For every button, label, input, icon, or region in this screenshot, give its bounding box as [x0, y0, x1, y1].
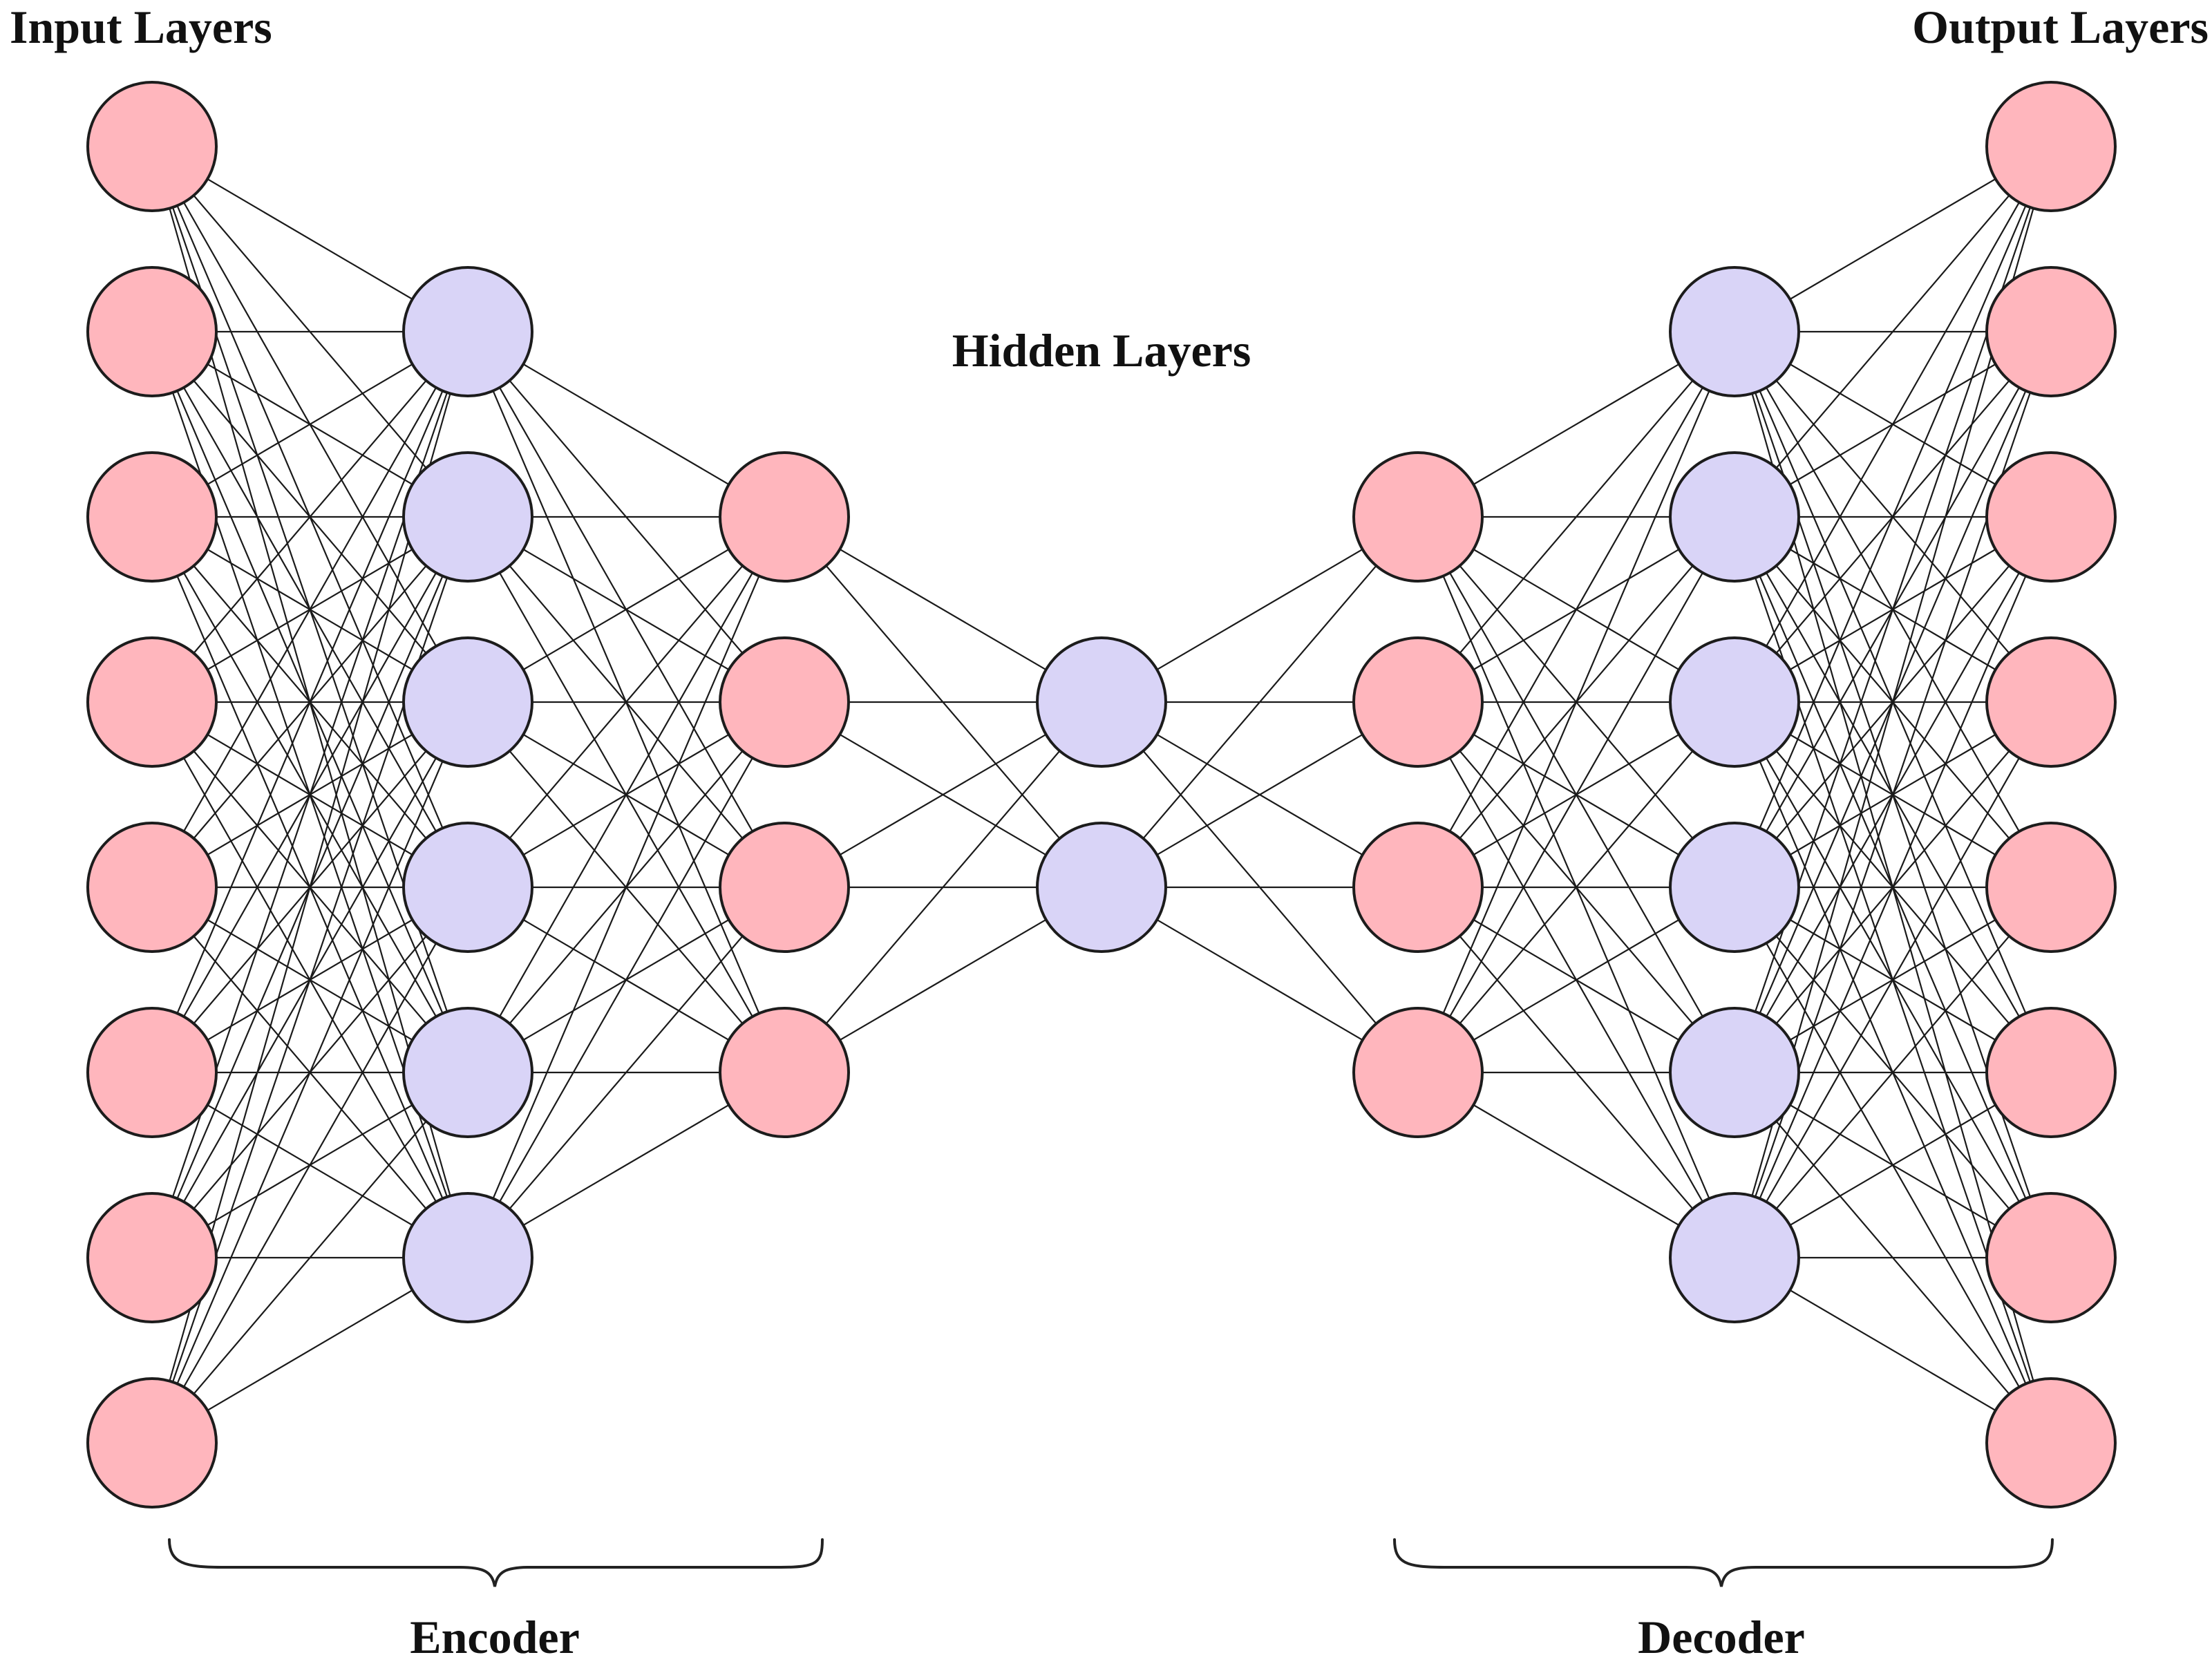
output-layer-node [1985, 822, 2117, 953]
input-layer-node [86, 1192, 218, 1323]
connection-line [1734, 701, 2052, 1258]
hidden-layers-label: Hidden Layers [952, 324, 1251, 377]
decoder-hidden-2-node [1669, 822, 1800, 953]
connection-line [1733, 146, 2052, 888]
connection-line [467, 516, 785, 888]
decoder-hidden-1-node [1352, 636, 1484, 768]
decoder-hidden-2-node [1669, 451, 1800, 583]
encoder-hidden-2-node [719, 451, 850, 583]
encoder-hidden-1-node [402, 636, 533, 768]
input-layer-node [86, 1007, 218, 1138]
connection-line [467, 516, 785, 1073]
decoder-brace [1393, 1538, 2054, 1587]
connection-line [151, 887, 469, 1444]
connection-line [151, 1072, 469, 1444]
connection-line [151, 516, 469, 1444]
connection-line [467, 701, 785, 1258]
connection-line [466, 516, 786, 1258]
connection-line [1733, 516, 2052, 1258]
encoder-hidden-2-node [719, 636, 850, 768]
input-layer-node [86, 822, 218, 953]
connection-line [1417, 331, 1736, 1073]
connection-line [467, 887, 785, 1258]
output-layer-node [1985, 266, 2117, 397]
connection-line [1417, 331, 1735, 888]
encoder-hidden-1-node [402, 1007, 533, 1138]
bottleneck-node [1036, 822, 1167, 953]
encoder-hidden-1-node [402, 822, 533, 953]
connection-line [1101, 516, 1419, 888]
connection-line [1734, 887, 2052, 1258]
decoder-hidden-1-node [1352, 451, 1484, 583]
decoder-hidden-1-node [1352, 1007, 1484, 1138]
decoder-hidden-1-node [1352, 822, 1484, 953]
encoder-hidden-2-node [719, 1007, 850, 1138]
input-layer-node [86, 636, 218, 768]
decoder-hidden-2-node [1669, 1192, 1800, 1323]
connection-line [151, 331, 469, 888]
output-layer-node [1985, 1192, 2117, 1323]
connection-line [151, 331, 469, 1073]
encoder-hidden-2-node [719, 822, 850, 953]
connection-line [784, 701, 1102, 1073]
input-layer-node [86, 451, 218, 583]
input-layer-node [86, 1377, 218, 1509]
connection-line [1417, 516, 1735, 1073]
connection-line [1734, 146, 2052, 703]
output-layers-label: Output Layers [1912, 1, 2209, 53]
output-layer-node [1985, 636, 2117, 768]
output-layer-node [1985, 1007, 2117, 1138]
encoder-hidden-1-node [402, 451, 533, 583]
connection-line [1733, 146, 2052, 1073]
output-layer-node [1985, 451, 2117, 583]
encoder-brace [168, 1538, 824, 1587]
connection-line [1417, 331, 1735, 703]
connection-line [151, 331, 469, 703]
bottleneck-node [1036, 636, 1167, 768]
input-layer-node-highlighted [86, 266, 218, 397]
encoder-label: Encoder [410, 1611, 580, 1663]
connection-line [151, 701, 469, 1444]
decoder-hidden-2-node [1669, 266, 1800, 397]
input-layer-node [86, 81, 218, 212]
decoder-label: Decoder [1638, 1611, 1805, 1663]
decoder-hidden-2-node [1669, 1007, 1800, 1138]
encoder-hidden-1-node [402, 266, 533, 397]
connection-line [1417, 701, 1735, 1073]
neuron-nodes [86, 81, 2117, 1509]
output-layer-node [1985, 1377, 2117, 1509]
decoder-hidden-2-node [1669, 636, 1800, 768]
encoder-hidden-1-node [402, 1192, 533, 1323]
connection-line [1734, 146, 2052, 518]
input-layers-label: Input Layers [10, 1, 272, 53]
output-layer-node [1985, 81, 2117, 212]
